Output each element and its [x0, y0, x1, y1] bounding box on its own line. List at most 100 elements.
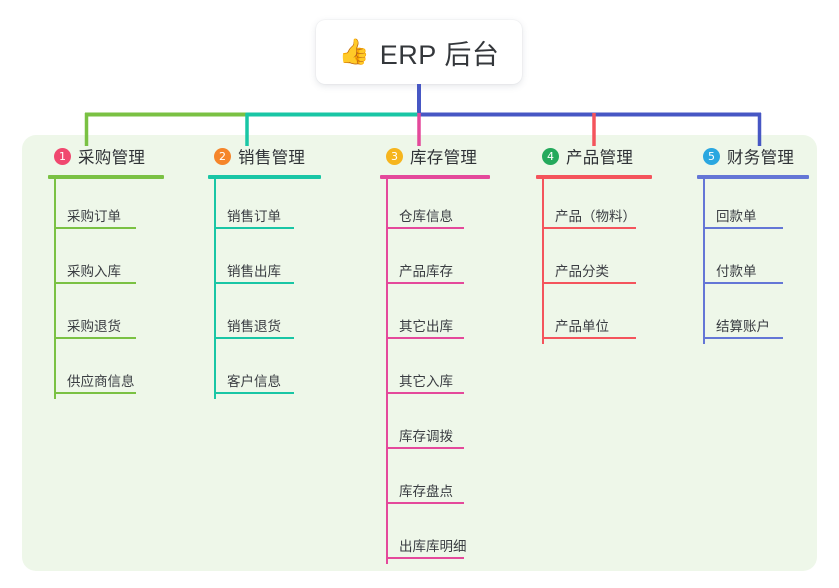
branch-item[interactable]: 销售出库 [200, 234, 321, 289]
branch-item-underline [386, 337, 464, 339]
branch-number-badge: 3 [386, 147, 403, 165]
branch-item-underline [54, 392, 136, 394]
branch-underline [536, 175, 652, 179]
branch-item-underline [386, 447, 464, 449]
branch-item-label: 产品单位 [555, 319, 609, 334]
thumbs-up-icon: 👍 [338, 37, 370, 66]
branch-header-3[interactable]: 3 库存管理 [372, 143, 490, 169]
branch-item-label: 销售退货 [227, 319, 281, 334]
branch-item[interactable]: 库存调拨 [372, 399, 490, 454]
branch-spine [386, 179, 388, 564]
root-title: ERP 后台 [379, 39, 500, 70]
branch-number-badge: 5 [703, 147, 720, 165]
branch-item-label: 付款单 [716, 264, 757, 279]
branch-item[interactable]: 采购入库 [40, 234, 164, 289]
branch-item-underline [542, 337, 636, 339]
branch-item-underline [54, 337, 136, 339]
branch-item-label: 客户信息 [227, 374, 281, 389]
branch-column-3: 3 库存管理仓库信息产品库存其它出库其它入库库存调拨库存盘点出库库明细 [372, 143, 490, 564]
branch-column-2: 2 销售管理销售订单销售出库销售退货客户信息 [200, 143, 321, 399]
branch-item-underline [54, 227, 136, 229]
branch-item-label: 采购退货 [67, 319, 121, 334]
branch-item[interactable]: 采购退货 [40, 289, 164, 344]
branch-item[interactable]: 出库库明细 [372, 509, 490, 564]
branch-item-label: 产品分类 [555, 264, 609, 279]
branch-title: 销售管理 [238, 149, 306, 167]
branch-item[interactable]: 付款单 [689, 234, 809, 289]
branch-item-underline [386, 557, 464, 559]
branch-spine [703, 179, 705, 344]
branch-title: 财务管理 [727, 149, 795, 167]
branch-item[interactable]: 结算账户 [689, 289, 809, 344]
branch-underline [380, 175, 490, 179]
branch-item[interactable]: 销售订单 [200, 179, 321, 234]
branch-item-underline [542, 227, 636, 229]
branch-item[interactable]: 采购订单 [40, 179, 164, 234]
branch-item-underline [214, 392, 294, 394]
branch-header-5[interactable]: 5 财务管理 [689, 143, 809, 169]
branch-spine [214, 179, 216, 399]
branch-item-underline [386, 392, 464, 394]
branch-header-1[interactable]: 1 采购管理 [40, 143, 164, 169]
branch-number-badge: 4 [542, 147, 559, 165]
root-node[interactable]: 👍 ERP 后台 [316, 20, 522, 84]
branch-header-2[interactable]: 2 销售管理 [200, 143, 321, 169]
branch-spine [54, 179, 56, 399]
branch-item[interactable]: 产品分类 [528, 234, 652, 289]
branch-underline [48, 175, 164, 179]
branch-item[interactable]: 仓库信息 [372, 179, 490, 234]
branch-item[interactable]: 产品（物料） [528, 179, 652, 234]
branch-item-label: 采购订单 [67, 209, 121, 224]
branch-item-label: 仓库信息 [399, 209, 453, 224]
branch-number-badge: 1 [54, 147, 71, 165]
branch-items: 采购订单采购入库采购退货供应商信息 [40, 179, 164, 399]
branches-panel [22, 135, 817, 571]
branch-title: 产品管理 [566, 149, 634, 167]
branch-title: 采购管理 [78, 149, 146, 167]
branch-item-underline [703, 227, 783, 229]
branch-item[interactable]: 产品库存 [372, 234, 490, 289]
branch-item-underline [703, 282, 783, 284]
branch-item-label: 结算账户 [716, 319, 770, 334]
branch-header-4[interactable]: 4 产品管理 [528, 143, 652, 169]
branch-item-label: 库存调拨 [399, 429, 453, 444]
branch-column-1: 1 采购管理采购订单采购入库采购退货供应商信息 [40, 143, 164, 399]
branch-item-label: 销售出库 [227, 264, 281, 279]
branch-item-label: 其它出库 [399, 319, 453, 334]
branch-spine [542, 179, 544, 344]
branch-item-underline [386, 227, 464, 229]
branch-item[interactable]: 其它入库 [372, 344, 490, 399]
branch-column-4: 4 产品管理产品（物料） 产品分类产品单位 [528, 143, 652, 344]
branch-title: 库存管理 [410, 149, 478, 167]
branch-item-underline [386, 282, 464, 284]
branch-item[interactable]: 客户信息 [200, 344, 321, 399]
branch-item[interactable]: 产品单位 [528, 289, 652, 344]
branch-item-underline [214, 227, 294, 229]
branch-item-label: 出库库明细 [399, 539, 467, 554]
branch-item-underline [214, 282, 294, 284]
branch-item-label: 供应商信息 [67, 374, 135, 389]
branch-item-label: 产品（物料） [555, 209, 636, 224]
branch-item-underline [386, 502, 464, 504]
branch-items: 仓库信息产品库存其它出库其它入库库存调拨库存盘点出库库明细 [372, 179, 490, 564]
branch-item-underline [542, 282, 636, 284]
branch-column-5: 5 财务管理回款单付款单结算账户 [689, 143, 809, 344]
branch-item[interactable]: 销售退货 [200, 289, 321, 344]
branch-item[interactable]: 库存盘点 [372, 454, 490, 509]
branch-underline [208, 175, 321, 179]
branch-item[interactable]: 供应商信息 [40, 344, 164, 399]
branch-item[interactable]: 回款单 [689, 179, 809, 234]
branch-item-label: 其它入库 [399, 374, 453, 389]
branch-number-badge: 2 [214, 147, 231, 165]
branch-items: 回款单付款单结算账户 [689, 179, 809, 344]
branch-item-label: 回款单 [716, 209, 757, 224]
branch-item-underline [54, 282, 136, 284]
branch-item-underline [703, 337, 783, 339]
branch-items: 产品（物料） 产品分类产品单位 [528, 179, 652, 344]
branch-item-label: 采购入库 [67, 264, 121, 279]
branch-item-label: 销售订单 [227, 209, 281, 224]
branch-item-label: 库存盘点 [399, 484, 453, 499]
branch-item[interactable]: 其它出库 [372, 289, 490, 344]
branch-item-underline [214, 337, 294, 339]
